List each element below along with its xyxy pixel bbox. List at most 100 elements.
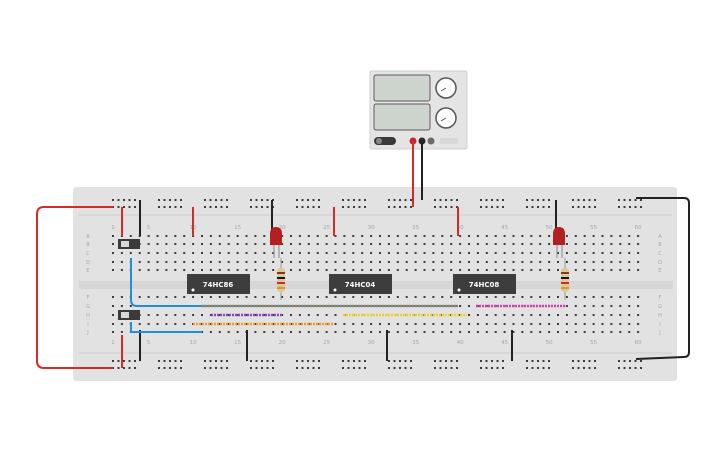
hole-bottom-52-3[interactable]	[565, 323, 568, 325]
hole-bottom-44-3[interactable]	[494, 323, 497, 325]
hole-top-16-0[interactable]	[245, 235, 248, 237]
hole-rail-8-0-3[interactable]	[480, 367, 482, 369]
hole-top-13-2[interactable]	[218, 252, 221, 254]
hole-bottom-59-0[interactable]	[628, 296, 631, 298]
hole-top-52-3[interactable]	[565, 261, 568, 263]
hole-top-55-2[interactable]	[592, 252, 595, 254]
hole-bottom-51-4[interactable]	[557, 331, 559, 333]
hole-top-13-4[interactable]	[218, 269, 221, 271]
hole-rail-8-1-1[interactable]	[485, 206, 488, 208]
hole-bottom-19-0[interactable]	[272, 296, 275, 298]
hole-top-55-3[interactable]	[592, 261, 595, 263]
hole-bottom-35-3[interactable]	[414, 323, 417, 325]
hole-bottom-57-2[interactable]	[610, 314, 613, 316]
hole-rail-3-0-0[interactable]	[250, 199, 252, 201]
hole-rail-9-4-3[interactable]	[548, 367, 550, 369]
hole-top-16-3[interactable]	[245, 261, 248, 263]
hole-bottom-50-3[interactable]	[548, 323, 551, 325]
hole-rail-7-4-3[interactable]	[456, 367, 458, 369]
hole-top-29-4[interactable]	[361, 269, 364, 271]
hole-top-7-0[interactable]	[165, 235, 168, 237]
hole-top-22-2[interactable]	[298, 252, 301, 254]
hole-rail-7-0-2[interactable]	[434, 360, 436, 362]
hole-bottom-19-3[interactable]	[272, 323, 275, 325]
hole-bottom-41-1[interactable]	[468, 305, 470, 307]
hole-rail-7-1-2[interactable]	[439, 360, 442, 362]
hole-rail-11-4-0[interactable]	[640, 199, 642, 201]
hole-rail-10-2-1[interactable]	[583, 206, 585, 208]
hole-bottom-46-4[interactable]	[512, 331, 515, 333]
hole-bottom-27-4[interactable]	[343, 331, 346, 333]
hole-bottom-44-0[interactable]	[494, 296, 497, 298]
hole-rail-6-0-2[interactable]	[388, 360, 390, 362]
hole-top-11-1[interactable]	[201, 243, 203, 245]
hole-rail-10-4-2[interactable]	[594, 360, 596, 362]
hole-rail-8-3-1[interactable]	[496, 206, 499, 208]
hole-rail-2-0-0[interactable]	[204, 199, 206, 201]
hole-bottom-38-4[interactable]	[441, 331, 444, 333]
hole-bottom-51-2[interactable]	[557, 314, 559, 316]
hole-rail-8-3-0[interactable]	[496, 199, 499, 201]
hole-top-32-4[interactable]	[387, 269, 390, 271]
hole-top-22-1[interactable]	[298, 243, 301, 245]
hole-rail-5-3-3[interactable]	[358, 367, 361, 369]
hole-top-48-0[interactable]	[530, 235, 533, 237]
wire-right-ground-loop[interactable]	[635, 197, 690, 360]
hole-rail-5-3-0[interactable]	[358, 199, 361, 201]
hole-rail-9-3-1[interactable]	[542, 206, 545, 208]
hole-rail-10-1-3[interactable]	[577, 367, 580, 369]
hole-bottom-40-1[interactable]	[459, 305, 462, 307]
hole-rail-2-2-3[interactable]	[215, 367, 217, 369]
hole-rail-3-0-1[interactable]	[250, 206, 252, 208]
hole-rail-5-2-1[interactable]	[353, 206, 355, 208]
hole-top-23-4[interactable]	[307, 269, 310, 271]
hole-top-54-2[interactable]	[583, 252, 586, 254]
hole-top-59-3[interactable]	[628, 261, 631, 263]
hole-top-35-3[interactable]	[414, 261, 417, 263]
hole-bottom-8-3[interactable]	[174, 323, 177, 325]
hole-top-47-1[interactable]	[521, 243, 524, 245]
hole-top-5-1[interactable]	[147, 243, 150, 245]
hole-top-39-0[interactable]	[450, 235, 453, 237]
hole-bottom-6-2[interactable]	[156, 314, 159, 316]
hole-rail-10-0-3[interactable]	[572, 367, 574, 369]
hole-top-47-4[interactable]	[521, 269, 524, 271]
hole-bottom-57-1[interactable]	[610, 305, 613, 307]
hole-bottom-47-3[interactable]	[521, 323, 524, 325]
hole-top-2-3[interactable]	[120, 261, 123, 263]
hole-top-34-3[interactable]	[405, 261, 408, 263]
hole-top-4-3[interactable]	[138, 261, 141, 263]
hole-top-38-3[interactable]	[441, 261, 444, 263]
hole-bottom-50-2[interactable]	[548, 314, 551, 316]
hole-rail-5-4-3[interactable]	[364, 367, 366, 369]
hole-top-41-4[interactable]	[468, 269, 470, 271]
hole-top-23-3[interactable]	[307, 261, 310, 263]
hole-top-34-2[interactable]	[405, 252, 408, 254]
hole-top-15-1[interactable]	[236, 243, 239, 245]
hole-bottom-12-0[interactable]	[209, 296, 212, 298]
hole-top-53-0[interactable]	[574, 235, 577, 237]
hole-top-13-0[interactable]	[218, 235, 221, 237]
hole-bottom-24-4[interactable]	[316, 331, 319, 333]
hole-rail-9-0-0[interactable]	[526, 199, 528, 201]
hole-bottom-32-4[interactable]	[387, 331, 390, 333]
hole-top-4-4[interactable]	[138, 269, 141, 271]
hole-top-16-2[interactable]	[245, 252, 248, 254]
hole-top-60-3[interactable]	[637, 261, 640, 263]
hole-rail-4-4-1[interactable]	[318, 206, 320, 208]
hole-bottom-42-0[interactable]	[476, 296, 479, 298]
hole-bottom-23-4[interactable]	[307, 331, 310, 333]
hole-bottom-31-4[interactable]	[379, 331, 381, 333]
hole-top-46-4[interactable]	[512, 269, 515, 271]
hole-bottom-55-3[interactable]	[592, 323, 595, 325]
hole-bottom-15-0[interactable]	[236, 296, 239, 298]
hole-rail-0-1-2[interactable]	[117, 360, 120, 362]
hole-top-39-3[interactable]	[450, 261, 453, 263]
hole-top-26-0[interactable]	[334, 235, 337, 237]
hole-rail-9-3-0[interactable]	[542, 199, 545, 201]
hole-top-38-4[interactable]	[441, 269, 444, 271]
hole-top-5-4[interactable]	[147, 269, 150, 271]
hole-rail-1-0-1[interactable]	[158, 206, 160, 208]
hole-bottom-8-0[interactable]	[174, 296, 177, 298]
hole-bottom-47-4[interactable]	[521, 331, 524, 333]
